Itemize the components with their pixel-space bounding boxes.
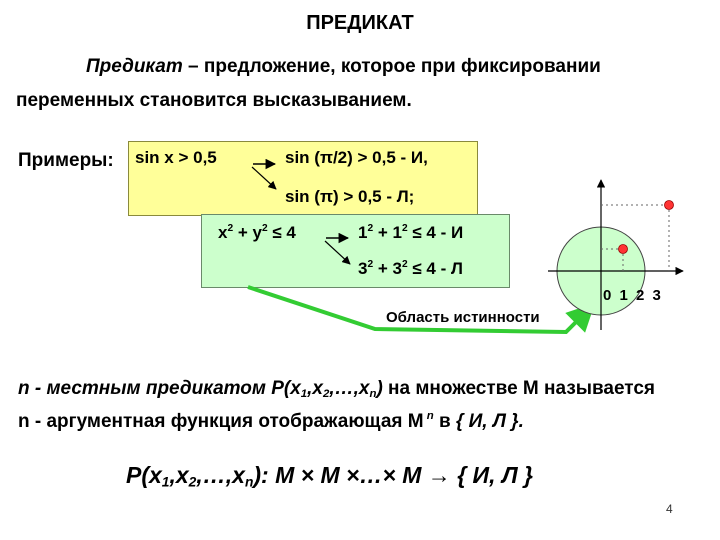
page-title: ПРЕДИКАТ	[306, 12, 414, 34]
examples-label: Примеры:	[18, 150, 114, 171]
point-true	[618, 244, 628, 254]
inequality-example-box	[201, 214, 510, 288]
axis-tick-labels: 0 1 2 3	[603, 287, 661, 304]
definition-text-1: предложение, которое при фиксировании	[203, 56, 601, 77]
page-number: 4	[666, 502, 673, 516]
branch-arrow-icon	[324, 240, 351, 265]
point-false	[664, 200, 674, 210]
n-place-definition-line-1: n - местным предикатом P(x1,x2,…,xn) на …	[18, 378, 656, 400]
inequality-predicate: x2 + y2 ≤ 4	[218, 222, 296, 242]
n-place-definition-line-2: n - аргументная функция отображающая M n…	[18, 410, 524, 432]
definition-line-1: Предикат – предложение, которое при фикс…	[86, 56, 601, 78]
sine-case-false: sin (π) > 0,5 - Л;	[285, 187, 415, 206]
truth-region-label: Область истинности	[386, 309, 540, 326]
mapping-formula: P(x1,x2,…,xn): M × M ×…× M → { И, Л }	[126, 462, 534, 490]
branch-arrow-icon	[251, 166, 277, 190]
truth-region-graph	[548, 179, 684, 330]
definition-term: Предикат	[86, 56, 183, 77]
definition-line-2: переменных становится высказыванием.	[16, 90, 412, 111]
inequality-case-true: 12 + 12 ≤ 4 - И	[358, 222, 464, 242]
sine-predicate: sin x > 0,5	[135, 148, 217, 167]
inequality-case-false: 32 + 32 ≤ 4 - Л	[358, 258, 463, 278]
definition-dash: –	[182, 56, 204, 77]
dashed-guides	[601, 204, 670, 271]
sine-case-true: sin (π/2) > 0,5 - И,	[285, 148, 428, 167]
connector-arrow-icon	[247, 285, 595, 335]
